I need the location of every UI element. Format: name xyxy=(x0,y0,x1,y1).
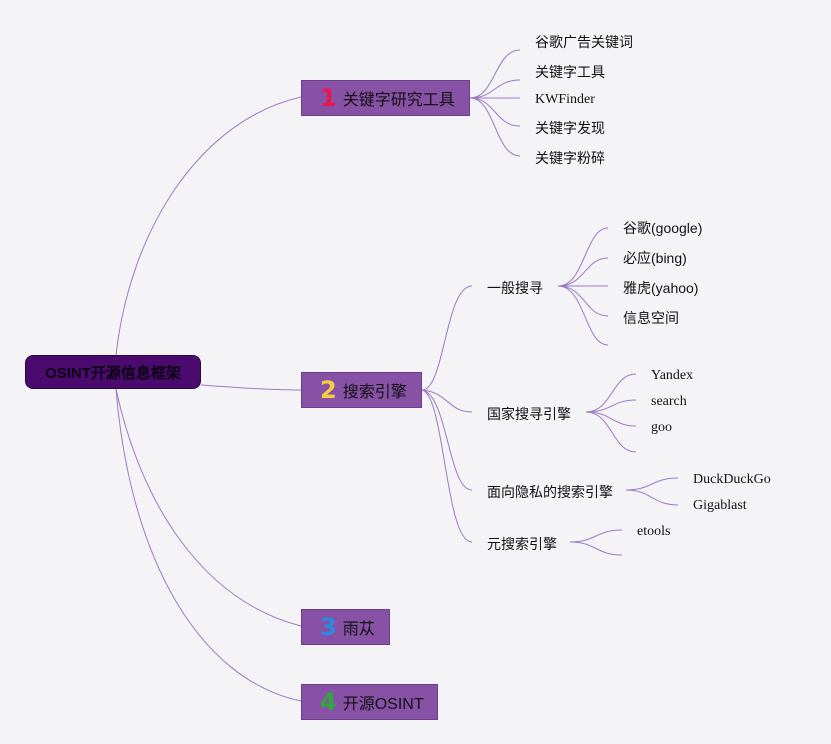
branch-node-3[interactable]: 3 雨苁 xyxy=(301,609,390,645)
group-national-engines[interactable]: 国家搜寻引擎 xyxy=(487,406,571,422)
branch-node-1[interactable]: 1 关键字研究工具 xyxy=(301,80,470,116)
branch-label-1: 关键字研究工具 xyxy=(342,92,455,109)
topic-etools[interactable]: etools xyxy=(637,524,671,539)
group-general-search[interactable]: 一般搜寻 xyxy=(487,280,543,296)
connector-b2-g1 xyxy=(421,285,473,391)
connector-g1-c4 xyxy=(557,285,609,317)
connector-g2-c2 xyxy=(585,399,637,413)
branch-label-4: 开源OSINT xyxy=(342,696,424,713)
connector-root-b4 xyxy=(115,388,302,702)
topic-keyword-shitter[interactable]: 关键字粉碎 xyxy=(535,150,605,166)
branch-number-4: 4 xyxy=(320,688,337,716)
branch-node-4[interactable]: 4 开源OSINT xyxy=(301,684,438,720)
connector-b2-g3 xyxy=(421,389,473,491)
connector-g2-c4 xyxy=(585,411,637,453)
topic-google[interactable]: 谷歌(google) xyxy=(623,220,703,236)
topic-gigablast[interactable]: Gigablast xyxy=(693,498,747,513)
topic-information-space[interactable]: 信息空间 xyxy=(623,310,679,326)
group-meta-engines[interactable]: 元搜索引擎 xyxy=(487,536,557,552)
connector-g1-c5 xyxy=(557,285,609,346)
connector-b2-g2 xyxy=(421,389,473,413)
connector-g2-c3 xyxy=(585,411,637,427)
connector-g3-c1 xyxy=(625,477,679,491)
topic-keyword-discovery[interactable]: 关键字发现 xyxy=(535,120,605,136)
topic-bing[interactable]: 必应(bing) xyxy=(623,250,687,266)
connector-b1-c4 xyxy=(469,97,521,127)
topic-yandex[interactable]: Yandex xyxy=(651,368,694,383)
topic-google-ads-keywords[interactable]: 谷歌广告关键词 xyxy=(535,34,633,50)
connector-g1-c2 xyxy=(557,257,609,287)
branch-number-1: 1 xyxy=(320,84,337,112)
branch-number-3: 3 xyxy=(320,613,337,641)
branch-number-2: 2 xyxy=(320,376,337,404)
branch-label-2: 搜索引擎 xyxy=(342,384,407,401)
connector-root-b2 xyxy=(200,384,302,391)
connector-g2-c1 xyxy=(585,373,637,413)
root-label: OSINT开源信息框架 xyxy=(45,364,181,382)
root-node[interactable]: OSINT开源信息框架 xyxy=(25,355,201,389)
branch-node-2[interactable]: 2 搜索引擎 xyxy=(301,372,422,408)
topic-search[interactable]: search xyxy=(651,394,687,409)
connector-g4-c2 xyxy=(569,541,623,556)
topic-duckduckgo[interactable]: DuckDuckGo xyxy=(693,472,771,487)
topic-yahoo[interactable]: 雅虎(yahoo) xyxy=(623,280,699,296)
group-privacy-engines[interactable]: 面向隐私的搜索引擎 xyxy=(487,484,613,500)
connector-root-b3 xyxy=(115,388,302,627)
connector-b1-c2 xyxy=(469,79,521,99)
connector-b2-g4 xyxy=(421,389,473,543)
connector-g3-c2 xyxy=(625,489,679,506)
branch-label-3: 雨苁 xyxy=(342,621,375,638)
topic-kwfinder[interactable]: KWFinder xyxy=(535,92,595,107)
connector-root-b1 xyxy=(115,96,302,356)
connector-g1-c1 xyxy=(557,227,609,287)
connector-b1-c5 xyxy=(469,97,521,157)
connector-g4-c1 xyxy=(569,529,623,543)
topic-goo[interactable]: goo xyxy=(651,420,672,435)
topic-keyword-tool[interactable]: 关键字工具 xyxy=(535,64,605,80)
connector-b1-c1 xyxy=(469,49,521,99)
